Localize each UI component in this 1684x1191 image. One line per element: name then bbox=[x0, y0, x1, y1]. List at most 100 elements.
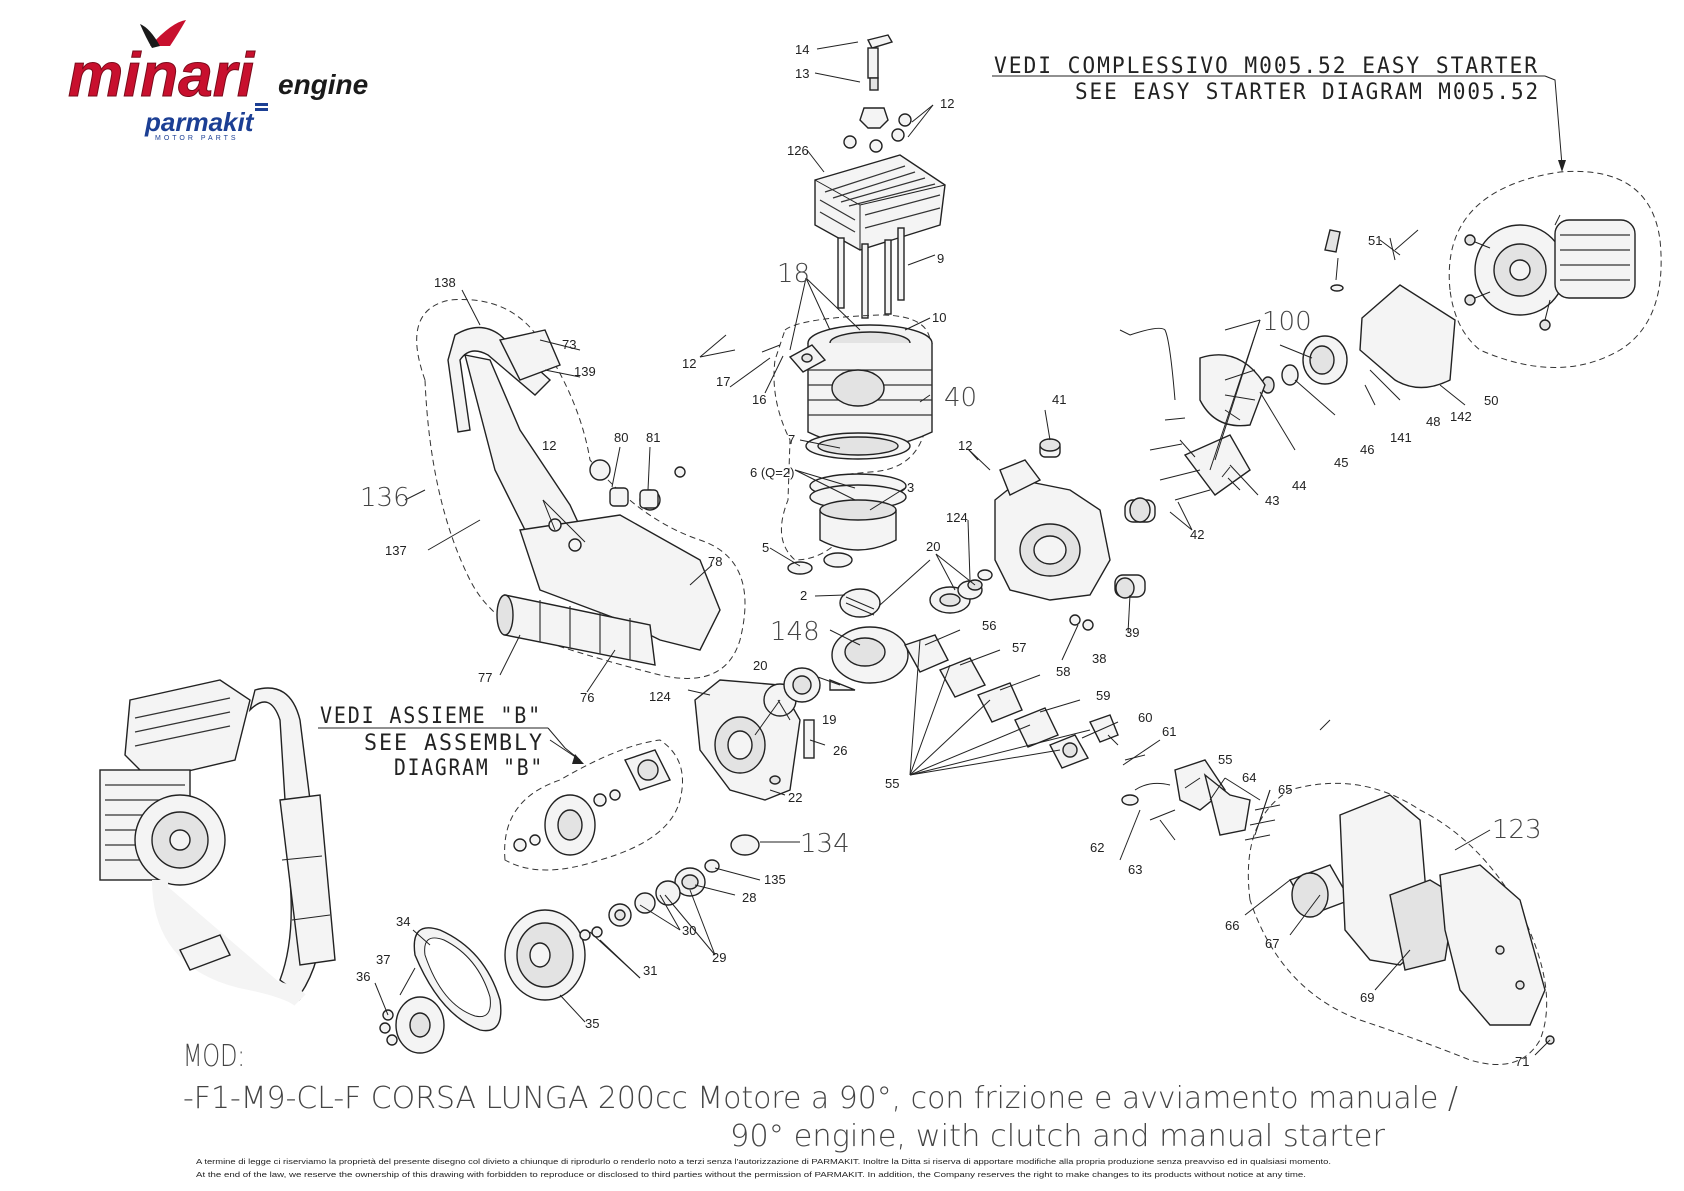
part-label: 35 bbox=[585, 1016, 599, 1031]
left-crankcase bbox=[694, 667, 821, 801]
part-label: 58 bbox=[1056, 664, 1070, 679]
part-label: 56 bbox=[982, 618, 996, 633]
part-label: 9 bbox=[937, 251, 944, 266]
part-label: 71 bbox=[1515, 1054, 1529, 1069]
part-label: 6 (Q=2) bbox=[750, 465, 794, 480]
part-label: 30 bbox=[682, 923, 696, 938]
part-label: 69 bbox=[1360, 990, 1374, 1005]
part-label: 2 bbox=[800, 588, 807, 603]
part-label: 51 bbox=[1368, 233, 1382, 248]
part-label: 55 bbox=[885, 776, 899, 791]
part-label: 66 bbox=[1225, 918, 1239, 933]
group-label-18: 18 bbox=[777, 259, 810, 289]
part-label: 55 bbox=[1218, 752, 1232, 767]
part-label: 12 bbox=[542, 438, 556, 453]
part-label: 44 bbox=[1292, 478, 1306, 493]
part-label: 60 bbox=[1138, 710, 1152, 725]
right-crankcase bbox=[994, 417, 1211, 631]
part-label: 29 bbox=[712, 950, 726, 965]
group-label-123: 123 bbox=[1492, 815, 1542, 845]
part-label: 43 bbox=[1265, 493, 1279, 508]
assembly-b-note-en-2: DIAGRAM "B" bbox=[394, 756, 544, 781]
part-label: 77 bbox=[478, 670, 492, 685]
part-label: 46 bbox=[1360, 442, 1374, 457]
part-label: 62 bbox=[1090, 840, 1104, 855]
part-label: 67 bbox=[1265, 936, 1279, 951]
part-label: 22 bbox=[788, 790, 802, 805]
clutch-drum-group bbox=[379, 834, 760, 1054]
part-label: 138 bbox=[434, 275, 456, 290]
part-label: 12 bbox=[958, 438, 972, 453]
model-line-1: -F1-M9-CL-F CORSA LUNGA 200cc Motore a 9… bbox=[183, 1081, 1458, 1116]
group-label-100: 100 bbox=[1262, 307, 1312, 337]
part-label: 45 bbox=[1334, 455, 1348, 470]
easy-starter-assembly bbox=[1448, 170, 1662, 368]
part-label: 13 bbox=[795, 66, 809, 81]
part-label: 73 bbox=[562, 337, 576, 352]
mod-label: MOD: bbox=[183, 1039, 245, 1074]
part-label: 28 bbox=[742, 890, 756, 905]
part-label: 57 bbox=[1012, 640, 1026, 655]
part-labels: 14 13 12 126 9 10 12 17 16 7 6 (Q=2) 3 5… bbox=[356, 42, 1529, 1069]
logo-main-text: minari bbox=[68, 41, 256, 110]
group-label-136: 136 bbox=[360, 483, 410, 513]
part-label: 48 bbox=[1426, 414, 1440, 429]
assembly-b-note-it: VEDI ASSIEME "B" bbox=[320, 704, 542, 729]
assembly-b-note: VEDI ASSIEME "B" SEE ASSEMBLY DIAGRAM "B… bbox=[318, 704, 584, 781]
part-label: 17 bbox=[716, 374, 730, 389]
group-label-40: 40 bbox=[944, 383, 977, 413]
air-filter-group bbox=[1247, 782, 1555, 1065]
model-line-2: 90° engine, with clutch and manual start… bbox=[730, 1119, 1386, 1154]
part-label: 65 bbox=[1278, 782, 1292, 797]
part-label: 141 bbox=[1390, 430, 1412, 445]
part-label: 64 bbox=[1242, 770, 1256, 785]
part-label: 10 bbox=[932, 310, 946, 325]
part-label: 20 bbox=[753, 658, 767, 673]
part-label: 80 bbox=[614, 430, 628, 445]
sub-logo-text: parmakit bbox=[144, 107, 255, 137]
part-label: 139 bbox=[574, 364, 596, 379]
legal-text-en: At the end of the law, we reserve the ow… bbox=[196, 1170, 1306, 1179]
part-label: 19 bbox=[822, 712, 836, 727]
part-label: 124 bbox=[946, 510, 968, 525]
part-label: 63 bbox=[1128, 862, 1142, 877]
cylinder-head-group bbox=[814, 34, 946, 319]
part-label: 137 bbox=[385, 543, 407, 558]
group-label-148: 148 bbox=[770, 617, 820, 647]
easy-starter-note: VEDI COMPLESSIVO M005.52 EASY STARTER SE… bbox=[992, 54, 1566, 172]
part-label: 31 bbox=[643, 963, 657, 978]
part-label: 37 bbox=[376, 952, 390, 967]
group-label-134: 134 bbox=[800, 829, 850, 859]
easy-starter-note-it: VEDI COMPLESSIVO M005.52 EASY STARTER bbox=[994, 54, 1539, 79]
part-label: 34 bbox=[396, 914, 410, 929]
callout-lines bbox=[374, 41, 1551, 1056]
part-label: 16 bbox=[752, 392, 766, 407]
part-label: 38 bbox=[1092, 651, 1106, 666]
part-label: 39 bbox=[1125, 625, 1139, 640]
cylinder-group bbox=[761, 314, 933, 618]
easy-starter-note-en: SEE EASY STARTER DIAGRAM M005.52 bbox=[1075, 80, 1540, 105]
legal-text-it: A termine di legge ci riserviamo la prop… bbox=[196, 1157, 1331, 1166]
part-label: 81 bbox=[646, 430, 660, 445]
assembly-b-note-en-1: SEE ASSEMBLY bbox=[364, 731, 544, 756]
part-label: 50 bbox=[1484, 393, 1498, 408]
part-label: 36 bbox=[356, 969, 370, 984]
assembled-engine-view bbox=[99, 679, 336, 1007]
starter-cover-parts bbox=[1119, 229, 1456, 496]
part-label: 14 bbox=[795, 42, 809, 57]
part-label: 7 bbox=[788, 432, 795, 447]
part-label: 78 bbox=[708, 554, 722, 569]
minari-logo: minari engine bbox=[68, 20, 368, 111]
sub-logo-tag: MOTOR PARTS bbox=[155, 135, 239, 142]
part-label: 61 bbox=[1162, 724, 1176, 739]
part-label: 20 bbox=[926, 539, 940, 554]
clutch-assembly-b bbox=[504, 739, 683, 871]
part-label: 76 bbox=[580, 690, 594, 705]
part-label: 12 bbox=[940, 96, 954, 111]
part-label: 142 bbox=[1450, 409, 1472, 424]
parmakit-logo: parmakit MOTOR PARTS bbox=[144, 103, 268, 142]
part-label: 124 bbox=[649, 689, 671, 704]
part-label: 126 bbox=[787, 143, 809, 158]
exhaust-group bbox=[416, 299, 746, 679]
